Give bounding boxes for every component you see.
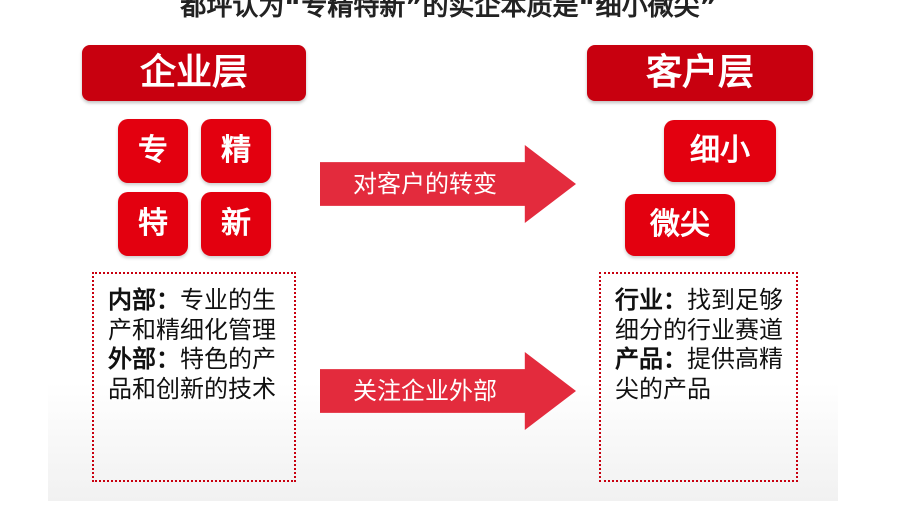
- tile-xin: 新: [201, 192, 271, 256]
- page-title: 都坪认为“专精特新”的实企本质是“细小微尖”: [180, 0, 717, 22]
- internal-text: 专业的生产和精细化管理: [108, 286, 276, 344]
- external-term: 外部：: [108, 345, 180, 373]
- customer-description-box: 行业：找到足够细分的行业赛道 产品：提供高精尖的产品: [599, 272, 798, 482]
- arrow-customer-shift: 对客户的转变: [320, 145, 576, 223]
- tile-zhuan: 专: [118, 119, 188, 183]
- industry-paragraph: 行业：找到足够细分的行业赛道: [615, 286, 788, 345]
- tile-jing: 精: [201, 119, 271, 183]
- internal-term: 内部：: [108, 286, 180, 314]
- product-term: 产品：: [615, 345, 687, 373]
- industry-term: 行业：: [615, 286, 687, 314]
- enterprise-description-box: 内部：专业的生产和精细化管理 外部：特色的产品和创新的技术: [92, 272, 296, 482]
- tile-xixiao: 细小: [664, 120, 776, 182]
- slide-canvas: 企业层 客户层 专 精 特 新 细小 微尖 对客户的转变 关注企业外部 内部：专…: [48, 25, 838, 501]
- external-paragraph: 外部：特色的产品和创新的技术: [108, 345, 286, 404]
- industry-text: 找到足够细分的行业赛道: [615, 286, 783, 344]
- external-text: 特色的产品和创新的技术: [108, 345, 276, 403]
- arrow-customer-shift-label: 对客户的转变: [353, 170, 497, 198]
- customer-layer-header: 客户层: [587, 45, 813, 101]
- enterprise-layer-header: 企业层: [82, 45, 306, 101]
- internal-paragraph: 内部：专业的生产和精细化管理: [108, 286, 286, 345]
- tile-te: 特: [118, 192, 188, 256]
- product-paragraph: 产品：提供高精尖的产品: [615, 345, 788, 404]
- tile-weijian: 微尖: [625, 194, 735, 256]
- arrow-external-focus-label: 关注企业外部: [353, 377, 497, 405]
- product-text: 提供高精尖的产品: [615, 345, 783, 403]
- arrow-external-focus: 关注企业外部: [320, 352, 576, 430]
